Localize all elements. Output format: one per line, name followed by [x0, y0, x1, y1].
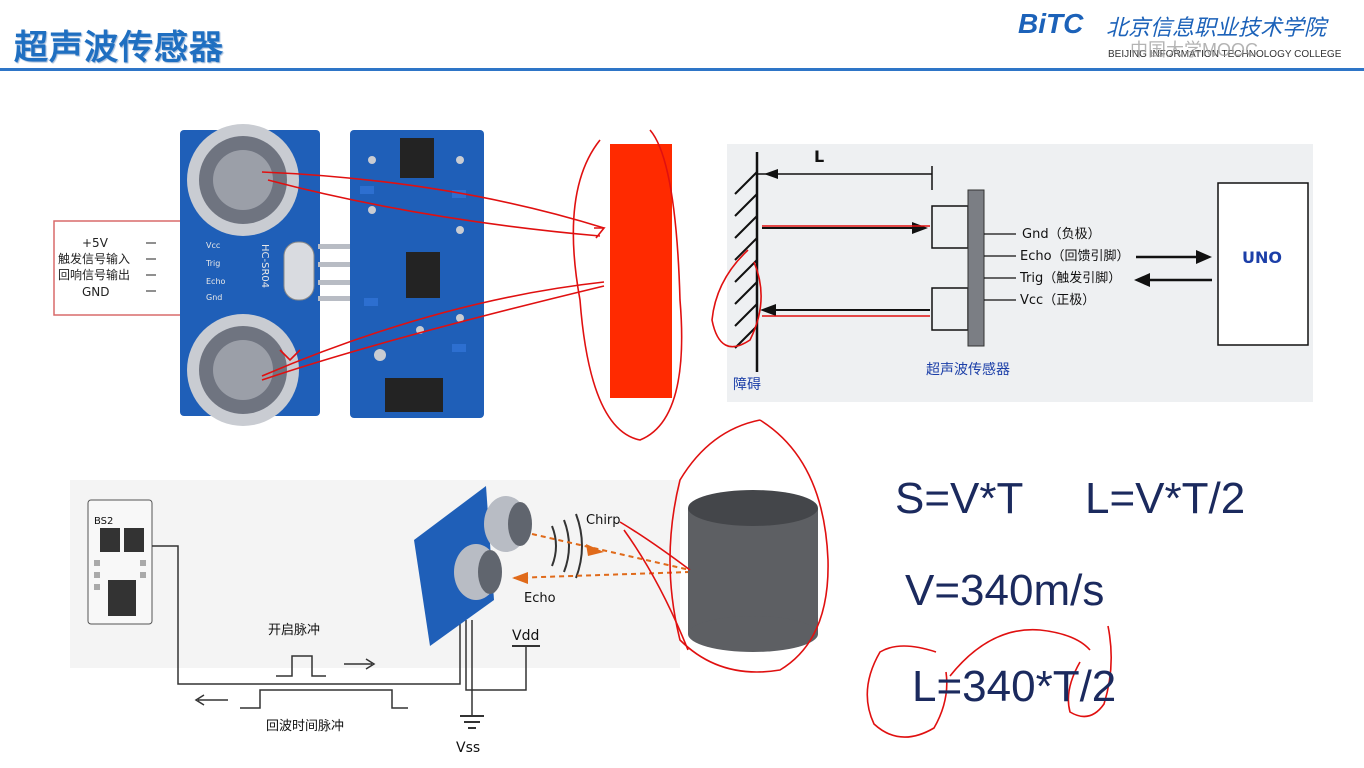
distance-label: L [814, 147, 824, 166]
echo-path [511, 571, 691, 579]
formula-result: L=340*T/2 [912, 662, 1117, 711]
mooc-watermark: 中国大学MOOC [1130, 40, 1258, 60]
timing-background [70, 480, 680, 668]
pin-echo: Echo（回馈引脚） [1020, 248, 1130, 264]
bitc-logo: BiTC [1018, 8, 1084, 39]
red-annotations [261, 129, 1112, 738]
header-divider [0, 68, 1364, 71]
obstacle-block [610, 144, 672, 398]
vdd-label: Vdd [512, 628, 539, 644]
chirp-label: Chirp [586, 513, 621, 528]
formula-speed: V=340m/s [905, 566, 1105, 615]
bs2-label: BS2 [94, 516, 113, 527]
start-pulse-label: 开启脉冲 [268, 623, 320, 638]
crystal [283, 241, 315, 301]
start-pulse [276, 655, 326, 677]
timing-diagram: BS2 Vdd Vss 开启脉冲 回波时间脉冲 Chirp Echo [70, 480, 818, 756]
college-name-chinese: 北京信息职业技术学院 [1106, 16, 1327, 41]
board-pin-trig: Trig [205, 259, 220, 268]
formula-distance: S=V*T [895, 474, 1024, 523]
obstacle-label: 障碍 [733, 377, 761, 393]
distance-diagram: L Gnd（负极） Echo（回馈引脚） Trig（触发引脚） Vcc（正极） … [727, 144, 1313, 402]
uno-board [1217, 182, 1309, 346]
pin-gnd: Gnd（负极） [1022, 227, 1101, 242]
vss-label: Vss [456, 740, 480, 756]
board-pin-gnd: Gnd [206, 293, 222, 302]
formula-half-distance: L=V*T/2 [1085, 474, 1246, 523]
diagram-background [727, 144, 1313, 402]
pin-label-echo: 回响信号输出 [58, 267, 130, 282]
pin-label-box [53, 220, 185, 316]
uno-label: UNO [1242, 248, 1282, 267]
echo-label: Echo [524, 591, 556, 606]
pin-vcc: Vcc（正极） [1020, 293, 1095, 308]
signal-wire [152, 545, 461, 685]
college-name-english: BEIJING INFORMATION TECHNOLOGY COLLEGE [1108, 49, 1342, 60]
cylinder-target [688, 508, 818, 634]
pin-label-gnd: GND [82, 285, 110, 299]
pin-trig: Trig（触发引脚） [1019, 270, 1121, 286]
pin-label-5v: +5V [82, 236, 109, 250]
sensor-3d [414, 486, 494, 646]
chirp-path [531, 533, 691, 571]
return-pulse-label: 回波时间脉冲 [266, 719, 344, 734]
sensor-label: 超声波传感器 [926, 361, 1010, 378]
return-pulse [240, 689, 408, 709]
board-model: HC-SR04 [259, 244, 270, 288]
board-pin-echo: Echo [206, 277, 226, 286]
slide-title: 超声波传感器 [14, 28, 224, 68]
pin-label-trig: 触发信号输入 [58, 251, 130, 266]
board-pin-vcc: Vcc [206, 241, 220, 250]
module-photo: +5V 触发信号输入 回响信号输出 GND Vcc Trig Echo Gnd … [53, 124, 484, 426]
sensor-body [967, 189, 985, 347]
